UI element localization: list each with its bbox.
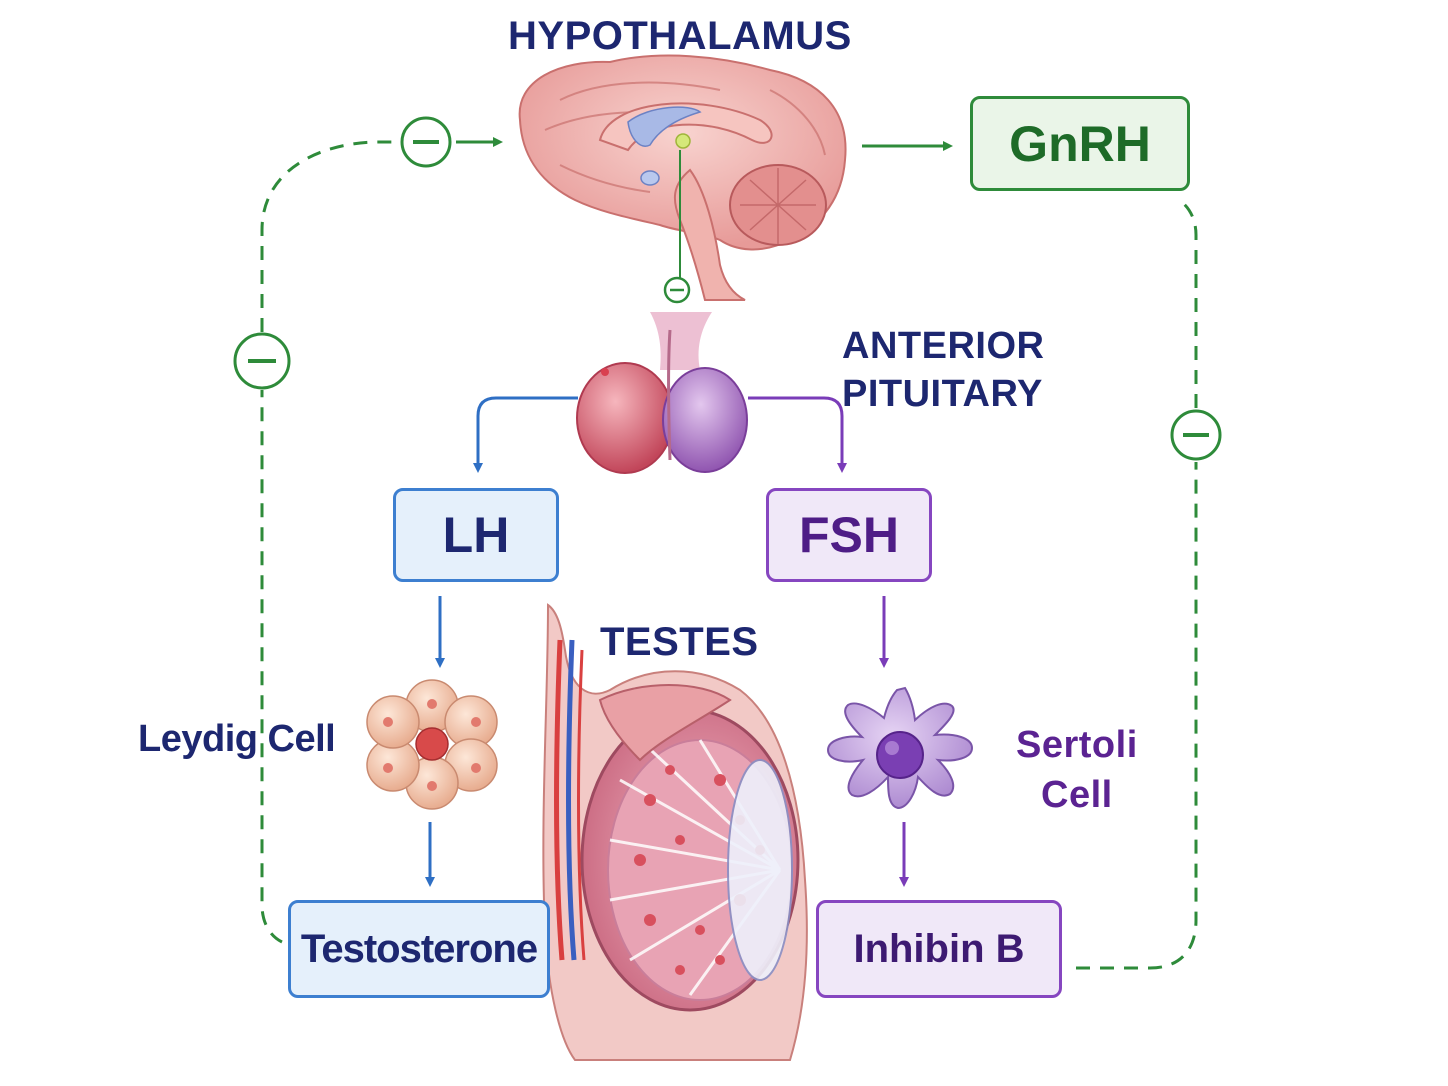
fsh-pathway-arrows	[748, 396, 909, 887]
anterior-pituitary-label-line2: PITUITARY	[842, 373, 1043, 415]
lh-pathway-arrows	[425, 396, 578, 887]
inhibition-minus-icon	[400, 116, 452, 168]
sertoli-cell-label: Sertoli Cell	[1016, 720, 1138, 820]
leydig-cell-label: Leydig Cell	[138, 718, 336, 760]
inhibin-feedback-loop	[1076, 202, 1198, 970]
gnrh-box: GnRH	[970, 96, 1190, 191]
hypothalamus-label: HYPOTHALAMUS	[508, 14, 852, 58]
testes-label: TESTES	[600, 620, 759, 664]
sertoli-cell-label-line2: Cell	[1041, 774, 1113, 816]
sertoli-cell-illustration	[826, 686, 974, 810]
testis-cross-section-illustration	[542, 603, 808, 1061]
inhibition-minus-icon	[1170, 409, 1222, 461]
inhibin-b-box: Inhibin B	[816, 900, 1062, 998]
fsh-box: FSH	[766, 488, 932, 582]
testosterone-feedback-loop	[260, 137, 503, 944]
leydig-cell-illustration	[366, 679, 498, 810]
anterior-pituitary-label-line1: ANTERIOR	[842, 325, 1045, 367]
anterior-pituitary-label: ANTERIOR PITUITARY	[842, 322, 1044, 418]
testosterone-box: Testosterone	[288, 900, 550, 998]
sertoli-cell-label-line1: Sertoli	[1016, 724, 1138, 766]
lh-box: LH	[393, 488, 559, 582]
pituitary-gland-illustration	[576, 312, 748, 474]
inhibition-minus-icon	[233, 332, 291, 390]
inhibition-minus-icon	[663, 276, 691, 304]
brain-illustration	[518, 54, 847, 301]
